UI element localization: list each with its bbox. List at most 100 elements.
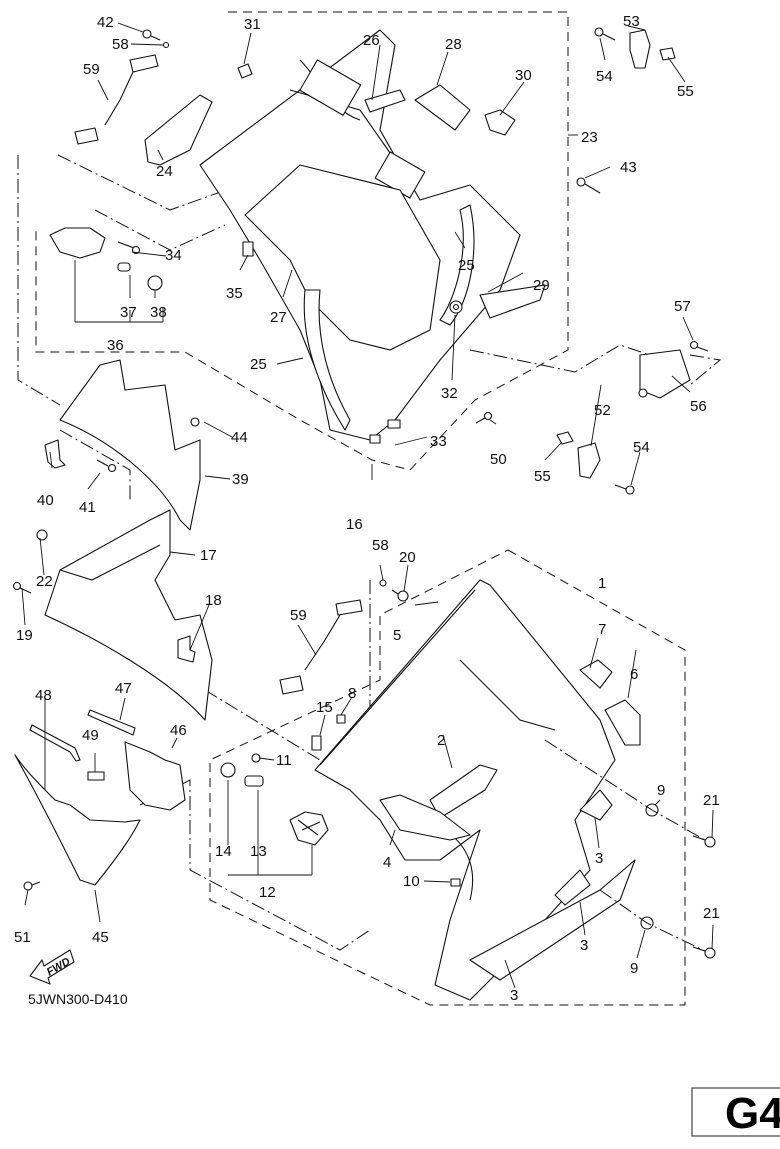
rivet-44	[190, 417, 200, 427]
plate-46	[124, 741, 186, 811]
install-line-lamp2	[94, 209, 226, 251]
trim-25-left	[303, 289, 351, 431]
connector-59-top	[129, 54, 159, 73]
piece-3-upper	[579, 789, 613, 821]
screw-19	[12, 581, 22, 591]
plate-24	[144, 94, 213, 166]
callout-55-top: 55	[677, 83, 694, 100]
screw-50	[483, 411, 493, 421]
lower-cover-group	[14, 709, 186, 891]
screw-41	[107, 463, 117, 473]
callout-6: 6	[630, 666, 638, 683]
callout-59-top: 59	[83, 61, 100, 78]
install-line-bracket-56	[469, 344, 651, 373]
callout-24: 24	[156, 163, 173, 180]
callout-41: 41	[79, 499, 96, 516]
callout-55-mid: 55	[534, 468, 551, 485]
forward-arrow: FWD	[29, 949, 75, 985]
lower-cover-45	[14, 754, 141, 886]
callout-2: 2	[437, 732, 445, 749]
bolt-57	[689, 340, 699, 350]
callout-16: 16	[346, 516, 363, 533]
callout-26: 26	[363, 32, 380, 49]
assembly-1-boundary	[209, 549, 686, 1006]
callout-48: 48	[35, 687, 52, 704]
callout-45: 45	[92, 929, 109, 946]
callout-31: 31	[244, 16, 261, 33]
bolt-20	[397, 590, 409, 602]
bulb-13	[244, 775, 264, 787]
inner-panel-assembly	[49, 29, 601, 444]
callout-13: 13	[250, 843, 267, 860]
page-tab-label: G4	[725, 1089, 780, 1138]
callout-3-upper: 3	[595, 850, 603, 867]
callout-54-mid: 54	[633, 439, 650, 456]
block-30	[484, 109, 516, 136]
bracket-56-tab	[638, 388, 648, 398]
clip-8	[336, 714, 346, 724]
bracket-29	[479, 284, 546, 319]
piece-28	[414, 84, 471, 131]
callout-23: 23	[581, 129, 598, 146]
bolt-43	[576, 177, 586, 187]
callout-37: 37	[120, 304, 137, 321]
leader-lines	[21, 22, 714, 989]
callout-32: 32	[441, 385, 458, 402]
connector-59b-bottom	[279, 675, 304, 695]
trim-25-right	[439, 204, 475, 326]
pad-49	[87, 771, 105, 781]
bracket-40	[44, 439, 66, 469]
grommet-32	[449, 300, 463, 314]
callout-1: 1	[598, 575, 606, 592]
piece-3-mid	[554, 869, 591, 906]
callout-11: 11	[276, 752, 292, 769]
callout-7: 7	[598, 621, 606, 638]
callout-44: 44	[231, 429, 248, 446]
callout-21-upper: 21	[703, 792, 720, 809]
install-line-left-panel	[17, 155, 61, 406]
screw-51	[23, 881, 33, 891]
screw-34	[131, 245, 141, 255]
strip-48	[29, 724, 81, 762]
lamp-housing-36	[49, 227, 106, 259]
install-line-57	[689, 354, 722, 386]
callout-52: 52	[594, 402, 611, 419]
page-tab: G4	[691, 1087, 780, 1138]
fwd-arrow-icon	[29, 949, 75, 985]
callout-59-lower: 59	[290, 607, 307, 624]
pad-35	[242, 241, 254, 257]
callout-40: 40	[37, 492, 54, 509]
connector-59b-top	[335, 599, 363, 616]
callout-9-upper: 9	[657, 782, 665, 799]
callout-47: 47	[115, 680, 132, 697]
callout-labels: 42 58 59 31 26 28 30 23 43 24 25 29 34 3…	[14, 13, 720, 1004]
nut-33	[387, 419, 401, 429]
callout-49: 49	[82, 727, 99, 744]
callout-50: 50	[490, 451, 507, 468]
strip-47	[87, 709, 136, 736]
callout-18: 18	[205, 592, 222, 609]
socket-38	[147, 275, 163, 291]
callout-21-lower: 21	[703, 905, 720, 922]
callout-42: 42	[97, 14, 114, 31]
piece-3-lower	[469, 859, 636, 981]
panel-window	[299, 59, 362, 116]
piece-6	[604, 699, 641, 746]
callout-9-lower: 9	[630, 960, 638, 977]
callout-22: 22	[36, 573, 53, 590]
block-7	[579, 659, 613, 689]
callout-53: 53	[623, 13, 640, 30]
bracket-56	[639, 349, 691, 399]
install-line-17-to-1	[204, 689, 321, 761]
callout-25-right: 25	[458, 257, 475, 274]
callout-34: 34	[165, 247, 182, 264]
pad-15	[311, 735, 322, 751]
callout-51: 51	[14, 929, 31, 946]
install-line-lamp	[57, 154, 241, 211]
screw-11	[251, 753, 261, 763]
callout-20: 20	[399, 549, 416, 566]
callout-56: 56	[690, 398, 707, 415]
group-boundaries	[17, 11, 722, 1006]
washer-58	[162, 41, 170, 49]
callout-36: 36	[107, 337, 124, 354]
